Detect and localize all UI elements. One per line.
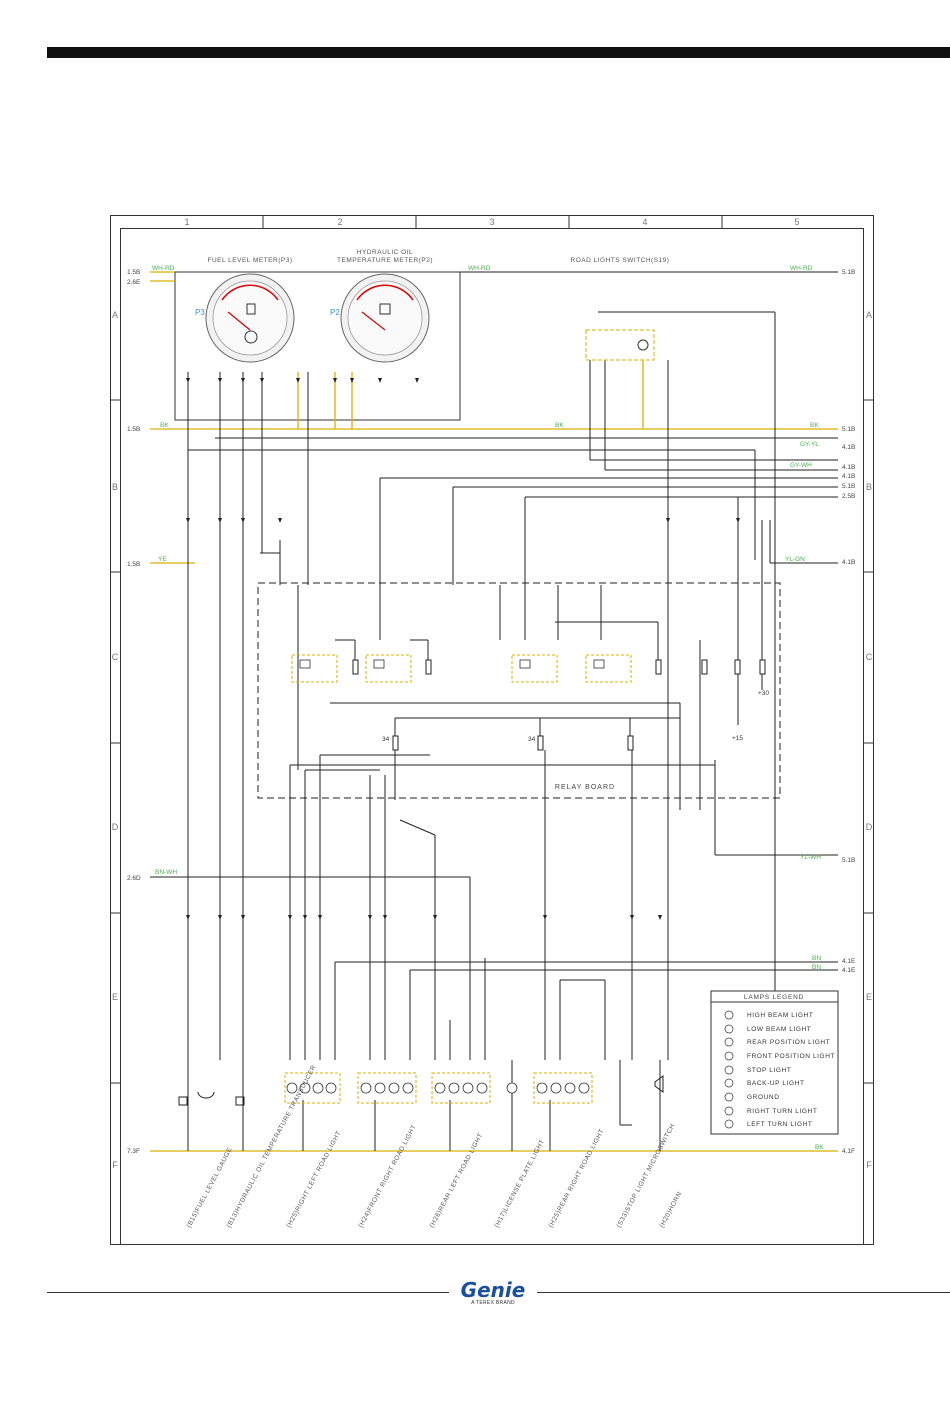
- bottom-label-3: (H24)FRONT RIGHT ROAD LIGHT: [358, 1124, 418, 1229]
- gauge-p3-label: P3: [195, 308, 205, 317]
- wire-label-bn-1: BN: [812, 955, 821, 962]
- header-bar: [47, 47, 950, 58]
- road-switch-title: ROAD LIGHTS SWITCH(S19): [571, 257, 670, 264]
- schematic-inner-frame: [120, 228, 864, 1244]
- row-a-left: A: [112, 310, 118, 320]
- hyd-oil-title-2: TEMPERATURE METER(P2): [337, 257, 433, 264]
- bottom-label-8: (H20)HORN: [659, 1190, 684, 1229]
- left-ref-1: 2.6E: [127, 279, 141, 286]
- legend-title: LAMPS LEGEND: [744, 994, 804, 1001]
- hyd-oil-title-1: HYDRAULIC OIL: [357, 249, 413, 256]
- footer-rule-right: [537, 1292, 950, 1293]
- logo-sub: A TEREX BRAND: [471, 1300, 515, 1306]
- right-ref-4: 4.1B: [842, 473, 855, 480]
- right-ref-10: 4.1E: [842, 967, 856, 974]
- right-ref-2: 4.1B: [842, 444, 855, 451]
- left-ref-0: 1.5B: [127, 269, 140, 276]
- hyd-temp-gauge: [340, 273, 430, 363]
- fuse-30: +30: [758, 690, 769, 697]
- legend-item-4: STOP LIGHT: [747, 1067, 791, 1074]
- right-ref-3: 4.1B: [842, 464, 855, 471]
- col-3: 3: [489, 217, 494, 227]
- row-c-left: C: [112, 652, 119, 662]
- footer-rule-left: [47, 1292, 449, 1293]
- wire-label-bk-bottom: BK: [815, 1144, 824, 1151]
- wire-label-ylgn: YL-GN: [785, 556, 805, 563]
- row-e-right: E: [866, 992, 872, 1002]
- row-b-right: B: [866, 482, 872, 492]
- right-ref-8: 5.1B: [842, 857, 855, 864]
- left-ref-3: 1.5B: [127, 561, 140, 568]
- row-b-left: B: [112, 482, 118, 492]
- schematic-frame: [110, 215, 874, 1245]
- legend-item-7: RIGHT TURN LIGHT: [747, 1108, 817, 1115]
- relay-board-label: RELAY BOARD: [555, 784, 615, 791]
- wire-label-whrd-1: WH-RD: [152, 265, 175, 272]
- fuse-34-a: 34: [382, 736, 390, 743]
- fuel-gauge: [205, 273, 295, 363]
- col-4: 4: [642, 217, 647, 227]
- wire-label-bnwh: BN-WH: [155, 869, 177, 876]
- col-1: 1: [184, 217, 189, 227]
- fuse-15: +15: [732, 735, 743, 742]
- fuse-34-b: 34: [528, 736, 536, 743]
- wire-label-whrd-2: WH-RD: [468, 265, 491, 272]
- gauge-p2-label: P2: [330, 308, 340, 317]
- right-ref-6: 2.5B: [842, 493, 855, 500]
- lamps-legend: LAMPS LEGEND HIGH BEAM LIGHT LOW BEAM LI…: [710, 990, 839, 1135]
- logo-brand: Genie: [460, 1278, 526, 1302]
- col-2: 2: [337, 217, 342, 227]
- right-ref-5: 5.1B: [842, 483, 855, 490]
- bottom-label-6: (H25)REAR RIGHT ROAD LIGHT: [548, 1128, 606, 1229]
- legend-item-6: GROUND: [747, 1094, 780, 1101]
- wire-label-bn-2: BN: [812, 964, 821, 971]
- left-ref-4: 2.6D: [127, 875, 141, 882]
- row-e-left: E: [112, 992, 118, 1002]
- col-5: 5: [794, 217, 799, 227]
- row-f-left: F: [112, 1160, 118, 1170]
- bottom-label-4: (H26)REAR LEFT ROAD LIGHT: [429, 1132, 485, 1229]
- wire-label-gywh: GY-WH: [790, 462, 812, 469]
- wire-label-bk-2: BK: [555, 422, 564, 429]
- row-d-left: D: [112, 822, 119, 832]
- legend-item-1: LOW BEAM LIGHT: [747, 1026, 811, 1033]
- bottom-label-2: (H25)RIGHT LEFT ROAD LIGHT: [286, 1130, 343, 1229]
- legend-item-3: FRONT POSITION LIGHT: [747, 1053, 835, 1060]
- lamp-groups: [284, 1072, 593, 1104]
- legend-item-2: REAR POSITION LIGHT: [747, 1039, 830, 1046]
- fuses: [352, 659, 766, 751]
- left-ref-5: 7.3F: [127, 1148, 140, 1155]
- right-ref-0: 5.1B: [842, 269, 855, 276]
- wire-label-whrd-3: WH-RD: [790, 265, 813, 272]
- fuel-meter-title: FUEL LEVEL METER(P3): [207, 257, 292, 264]
- wire-label-bk-3: BK: [810, 422, 819, 429]
- row-c-right: C: [866, 652, 873, 662]
- bottom-label-0: (B15)FUEL LEVEL GAUGE: [186, 1146, 234, 1229]
- legend-item-5: BACK-UP LIGHT: [747, 1080, 805, 1087]
- relays: [291, 654, 632, 683]
- right-ref-7: 4.1B: [842, 559, 855, 566]
- bottom-label-5: (H17)LICENSE PLATE LIGHT: [494, 1138, 547, 1229]
- wire-label-ylwh: YL-WH: [800, 854, 821, 861]
- right-ref-9: 4.1E: [842, 958, 856, 965]
- legend-item-0: HIGH BEAM LIGHT: [747, 1012, 813, 1019]
- legend-item-8: LEFT TURN LIGHT: [747, 1121, 812, 1128]
- wire-label-yl-left: YE: [158, 556, 167, 563]
- genie-logo: Genie A TEREX BRAND: [454, 1280, 532, 1310]
- right-ref-1: 5.1B: [842, 426, 855, 433]
- row-f-right: F: [866, 1160, 872, 1170]
- row-d-right: D: [866, 822, 873, 832]
- wire-label-gyyl: GY-YL: [800, 441, 819, 448]
- wire-label-bk-1: BK: [160, 422, 169, 429]
- row-a-right: A: [866, 310, 872, 320]
- left-ref-2: 1.5B: [127, 426, 140, 433]
- right-ref-11: 4.1F: [842, 1148, 855, 1155]
